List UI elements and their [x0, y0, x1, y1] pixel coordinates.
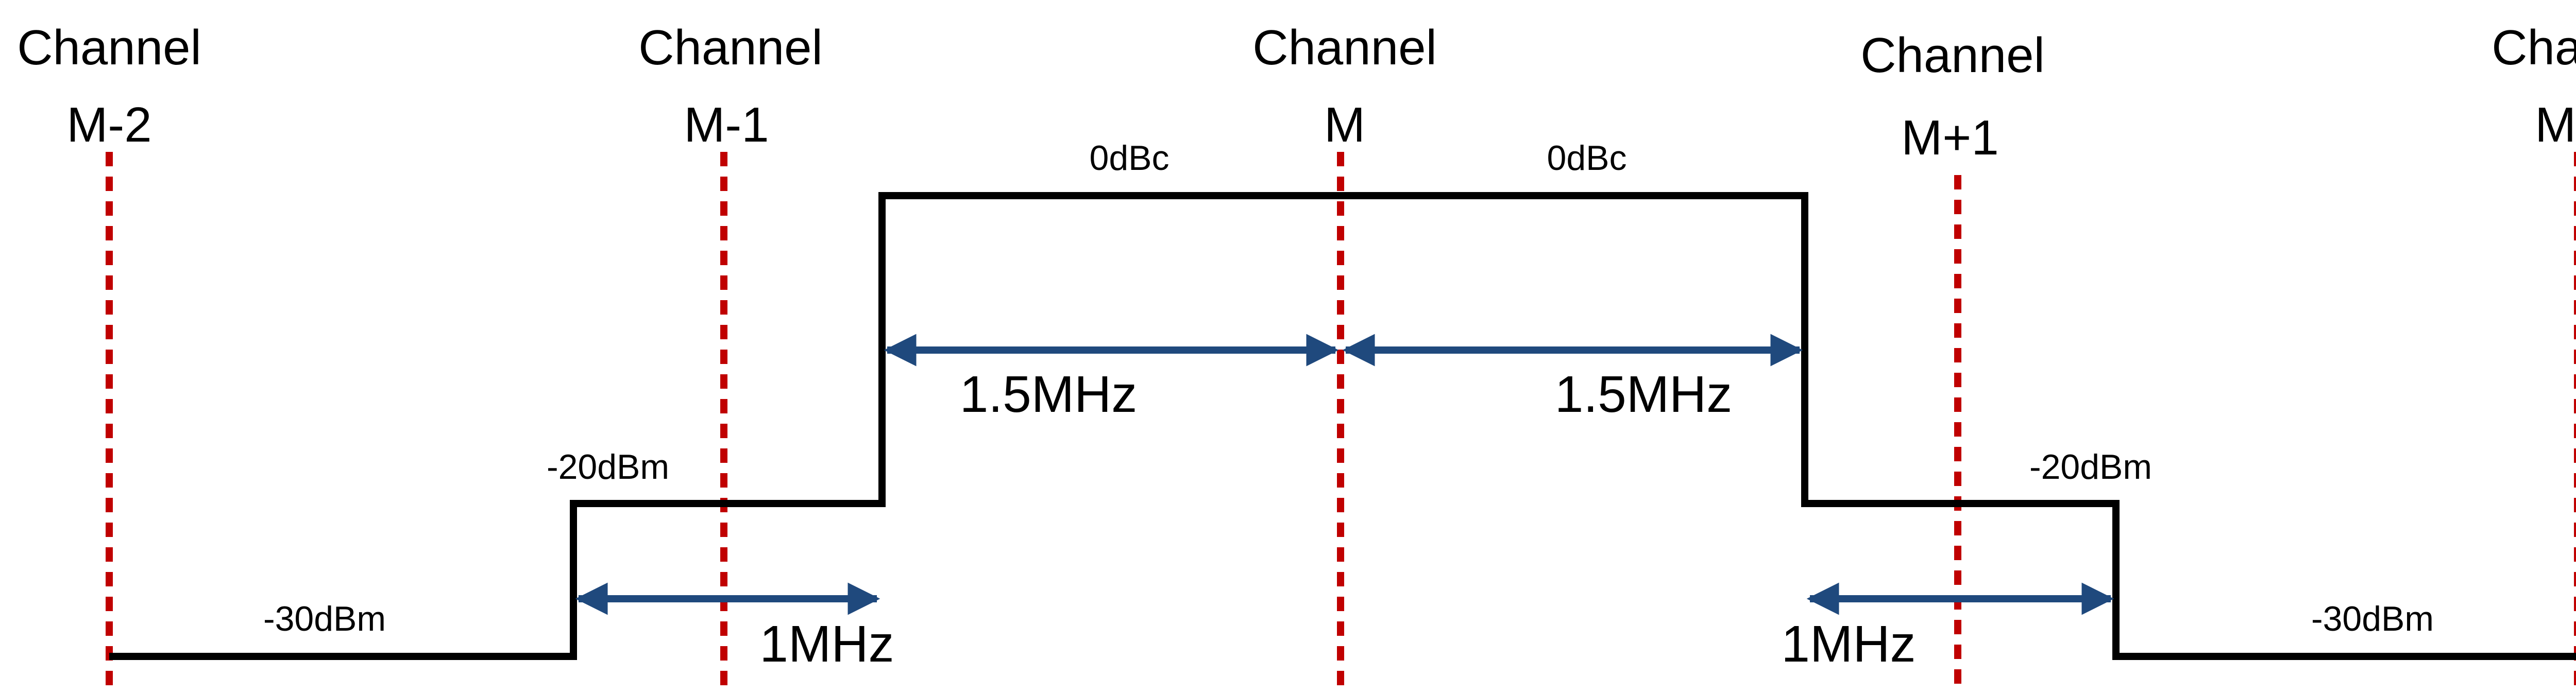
channel-labels: Channel M-2 Channel M-1 Channel M Channe… [17, 20, 2576, 165]
level-labels: -30dBm -20dBm 0dBc 0dBc -20dBm -30dBm [263, 138, 2434, 638]
span-labels: 1.5MHz 1.5MHz 1MHz 1MHz [759, 366, 1916, 673]
channel-label-m-1-line1: Channel [638, 20, 823, 75]
span-label-adj-left: 1MHz [759, 615, 894, 673]
span-arrows [575, 334, 2114, 615]
span-label-main-right: 1.5MHz [1555, 366, 1733, 423]
level-label-right-adj: -20dBm [2029, 447, 2152, 487]
span-label-adj-right: 1MHz [1781, 615, 1916, 673]
channel-label-m-line2: M [1324, 97, 1365, 152]
channel-label-m+1-line1: Channel [1860, 28, 2045, 83]
channel-label-m-2-line2: M-2 [66, 97, 151, 152]
level-label-main-right: 0dBc [1547, 138, 1627, 178]
level-label-left-far: -30dBm [263, 599, 386, 638]
channel-label-m-2-line1: Channel [17, 20, 201, 75]
channel-label-m-line1: Channel [1252, 20, 1437, 75]
channel-lines [106, 152, 2576, 694]
channel-label-m-1-line2: M-1 [684, 97, 769, 152]
level-label-main-left: 0dBc [1090, 138, 1170, 178]
channel-label-m+2-line1: Channel [2492, 20, 2576, 75]
level-label-right-far: -30dBm [2311, 599, 2434, 638]
span-label-main-left: 1.5MHz [960, 366, 1138, 423]
channel-label-m+2-line2: M+2 [2535, 97, 2576, 152]
channel-label-m+1-line2: M+1 [1901, 110, 1998, 165]
spectrum-mask [109, 192, 2576, 660]
level-label-left-adj: -20dBm [547, 447, 669, 487]
